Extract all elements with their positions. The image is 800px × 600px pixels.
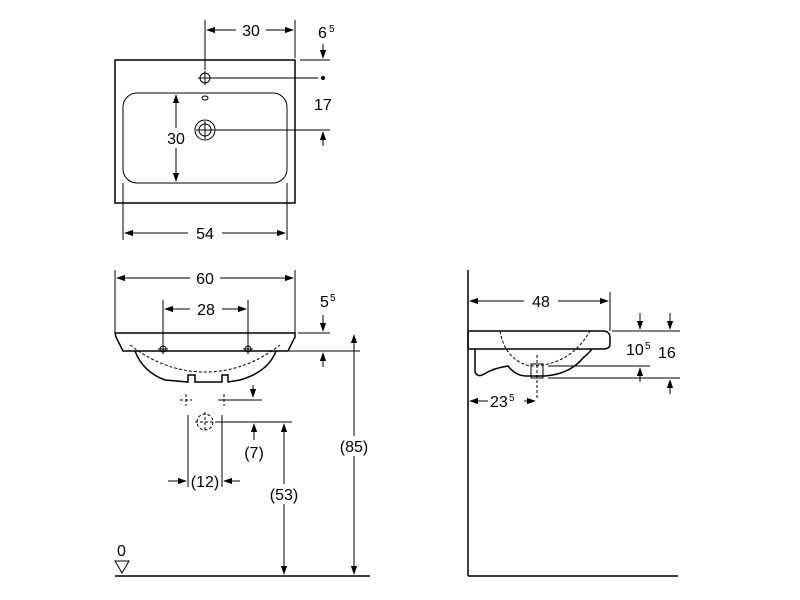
side-view: 48 10 5 16 23 5 — [467, 270, 680, 577]
dim-label-waste-distance-sup: 5 — [509, 393, 515, 404]
inner-bowl-dashed — [129, 344, 281, 373]
trap-outlet — [195, 412, 215, 432]
top-view: 30 6 5 17 30 54 — [114, 20, 335, 243]
dim-label-side-rim: 10 — [626, 342, 644, 359]
dim-label-bowl-width: 54 — [196, 226, 214, 243]
dim-label-total-thickness: 16 — [658, 345, 676, 362]
dim-label-top-edge: 6 — [318, 25, 327, 42]
dim-label-waste-height: (53) — [270, 487, 298, 504]
dim-label-tap-to-drain: 17 — [314, 97, 332, 114]
floor-level-label: 0 — [117, 543, 126, 560]
dim-label-overall-width: 60 — [196, 271, 214, 288]
dim-label-total-height: (85) — [340, 439, 368, 456]
basin-bowl-front — [134, 350, 277, 383]
basin-slab-front — [114, 332, 296, 352]
drain-symbol — [194, 119, 216, 141]
dim-label-trap-offset: (7) — [244, 445, 264, 462]
dim-label-side-rim-sup: 5 — [645, 341, 651, 352]
dim-label-waste-spacing: (12) — [191, 474, 219, 491]
dim-label-rim: 5 — [320, 294, 329, 311]
dim-label-depth: 48 — [532, 294, 550, 311]
dim-label-top-edge-sup: 5 — [329, 24, 335, 35]
dim-label-fixing-spacing: 28 — [197, 302, 215, 319]
dim-label-rim-sup: 5 — [330, 293, 336, 304]
fixing-hole-right — [243, 344, 253, 354]
floor-level-marker — [114, 560, 130, 574]
front-view: 60 28 5 5 (7) — [114, 268, 375, 577]
overflow-mark — [201, 95, 209, 101]
dim-label-bowl-depth: 30 — [167, 131, 185, 148]
bowl-outline-top — [122, 92, 288, 184]
tap-hole — [198, 71, 212, 85]
dim-label-tap-offset: 30 — [242, 23, 260, 40]
basin-bowl-side — [474, 348, 593, 377]
dim-label-waste-distance: 23 — [490, 394, 508, 411]
inner-bowl-side-dashed — [499, 330, 591, 367]
fixing-hole-left — [158, 344, 168, 354]
waste-cross-left — [180, 394, 192, 406]
waste-cross-right — [218, 394, 262, 406]
basin-slab-side — [467, 330, 611, 350]
